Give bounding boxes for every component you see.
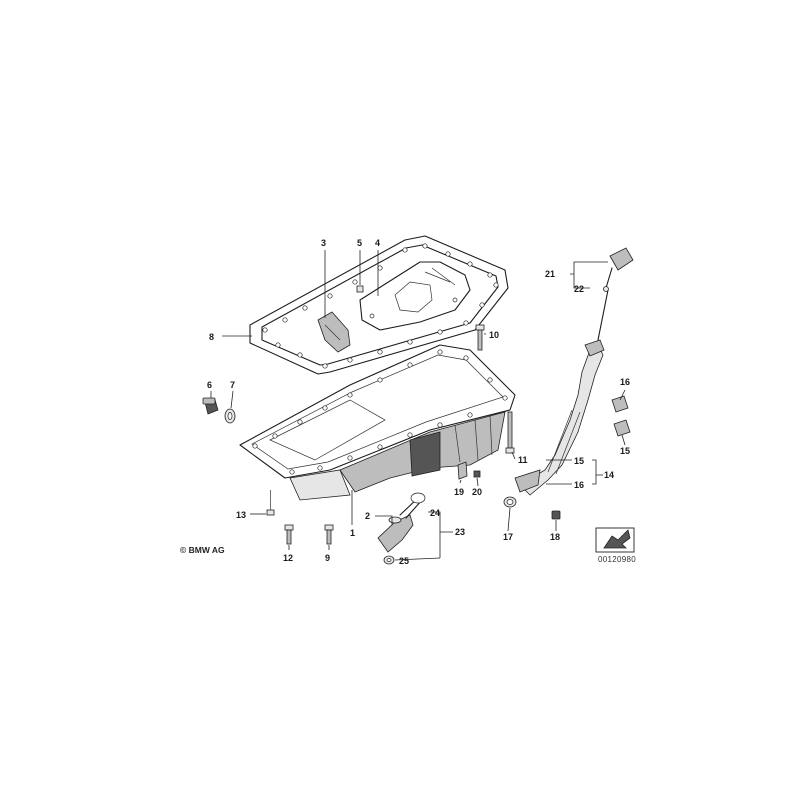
callout-4: 4: [375, 238, 380, 248]
bolt-part-20[interactable]: [473, 470, 481, 478]
callout-19: 19: [454, 487, 464, 497]
callout-14-sub-16: 16: [574, 480, 584, 490]
callout-6: 6: [207, 380, 212, 390]
oil-level-sensor-bracket[interactable]: [317, 311, 351, 353]
callout-15: 15: [620, 446, 630, 456]
clip-part-19[interactable]: [457, 461, 468, 480]
callout-24: 24: [430, 508, 440, 518]
callout-3: 3: [321, 238, 326, 248]
callout-21: 21: [545, 269, 555, 279]
callout-18: 18: [550, 532, 560, 542]
callout-12: 12: [283, 553, 293, 563]
callout-5: 5: [357, 238, 362, 248]
bolt-part-10[interactable]: [475, 324, 485, 351]
callout-8: 8: [209, 332, 214, 342]
oil-dipstick[interactable]: [597, 247, 634, 341]
callout-1: 1: [350, 528, 355, 538]
oil-pickup-tube[interactable]: [377, 492, 426, 553]
callout-17: 17: [503, 532, 513, 542]
clip-part-15[interactable]: [613, 419, 631, 437]
leader-lines: [210, 250, 626, 561]
bolt-part-11[interactable]: [505, 411, 515, 454]
bolt-part-5[interactable]: [356, 285, 364, 293]
drawing-number: 00120980: [598, 555, 636, 564]
callout-11: 11: [518, 455, 528, 465]
callout-16: 16: [620, 377, 630, 387]
direction-arrow-icon: [595, 527, 635, 553]
bolt-part-12[interactable]: [284, 524, 294, 545]
o-ring-part-25[interactable]: [383, 555, 395, 565]
copyright-notice: © BMW AG: [180, 545, 225, 555]
callout-2: 2: [365, 511, 370, 521]
dipstick-guide-tube[interactable]: [514, 339, 605, 496]
callout-13: 13: [236, 510, 246, 520]
o-ring-part-17[interactable]: [503, 496, 517, 508]
bolt-part-18[interactable]: [551, 510, 561, 520]
clip-part-16[interactable]: [611, 395, 629, 413]
bolt-part-9[interactable]: [324, 524, 334, 545]
callout-25: 25: [399, 556, 409, 566]
oil-pan[interactable]: [239, 344, 516, 501]
callout-23: 23: [455, 527, 465, 537]
callout-14: 14: [604, 470, 614, 480]
oil-baffle-plate[interactable]: [359, 261, 471, 331]
sealing-ring-part-7[interactable]: [224, 408, 236, 424]
callout-9: 9: [325, 553, 330, 563]
oil-pan-gasket[interactable]: [249, 235, 509, 375]
callout-20: 20: [472, 487, 482, 497]
callout-14-sub-15: 15: [574, 456, 584, 466]
bolt-part-13[interactable]: [266, 490, 275, 516]
callout-7: 7: [230, 380, 235, 390]
callout-10: 10: [489, 330, 499, 340]
callout-22: 22: [574, 284, 584, 294]
drain-plug[interactable]: [202, 397, 219, 415]
callout-labels: 1 2 3 4 5 6 7 8 9 10 11 12 13 14 15 16 1…: [207, 238, 630, 566]
